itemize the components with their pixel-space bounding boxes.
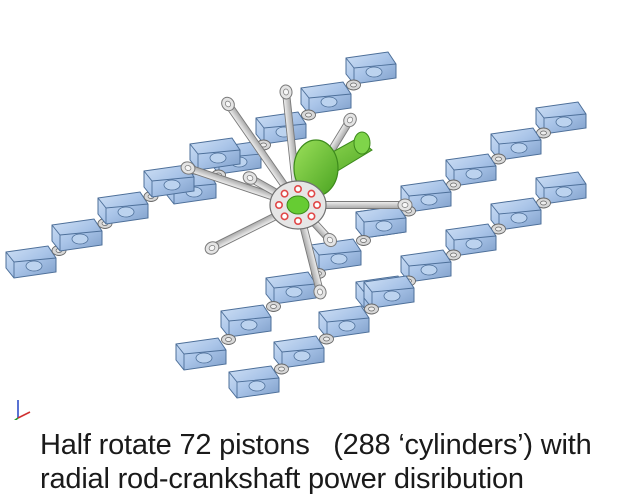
piston-cylinder <box>265 271 317 312</box>
hub-bolt <box>280 189 289 198</box>
piston-joint <box>356 235 371 246</box>
connecting-rod <box>307 198 413 212</box>
piston-cylinder <box>51 218 113 252</box>
piston-cylinder <box>228 365 280 399</box>
piston-cylinder <box>318 305 370 345</box>
hub-plate <box>269 180 327 230</box>
hub-bolt <box>274 201 283 210</box>
piston-joint <box>364 303 379 315</box>
piston-cylinder <box>273 335 325 375</box>
piston-joint <box>319 333 334 345</box>
piston-cylinder <box>363 275 415 315</box>
caption-line-1: Half rotate 72 pistons (288 ‘cylinders’)… <box>40 429 592 461</box>
piston-cylinder <box>300 81 352 121</box>
piston-cylinder <box>189 137 241 171</box>
piston-joint <box>274 363 289 375</box>
caption-line-2: radial rod-crankshaft power disribution <box>40 463 524 495</box>
hub-bolt <box>280 212 289 221</box>
engine-assembly-diagram <box>5 51 587 420</box>
piston-joint <box>346 79 361 91</box>
piston-cylinder <box>535 101 587 139</box>
piston-joint <box>301 109 316 121</box>
hub-bolt <box>307 212 316 221</box>
piston-cylinder <box>175 337 227 371</box>
piston-cylinder <box>255 111 307 151</box>
connecting-rod <box>204 207 290 255</box>
piston-cylinder <box>445 153 497 191</box>
piston-cylinder <box>490 127 542 165</box>
piston-cylinder <box>355 205 407 246</box>
axis-triad-icon <box>14 400 31 420</box>
piston-cylinder <box>220 304 272 345</box>
hub-bolts <box>274 185 321 226</box>
piston-joint <box>266 301 281 312</box>
hub-bolt <box>312 201 321 210</box>
hub-bolt <box>307 189 316 198</box>
hub-bolt <box>293 217 302 226</box>
piston-cylinder <box>5 245 67 279</box>
piston-cylinder <box>535 171 587 209</box>
piston-cylinder <box>445 223 497 261</box>
hub-bolt <box>293 185 302 194</box>
piston-cylinder <box>97 191 159 225</box>
piston-cylinder <box>345 51 397 91</box>
piston-joint <box>221 334 236 345</box>
piston-cylinder <box>490 197 542 235</box>
